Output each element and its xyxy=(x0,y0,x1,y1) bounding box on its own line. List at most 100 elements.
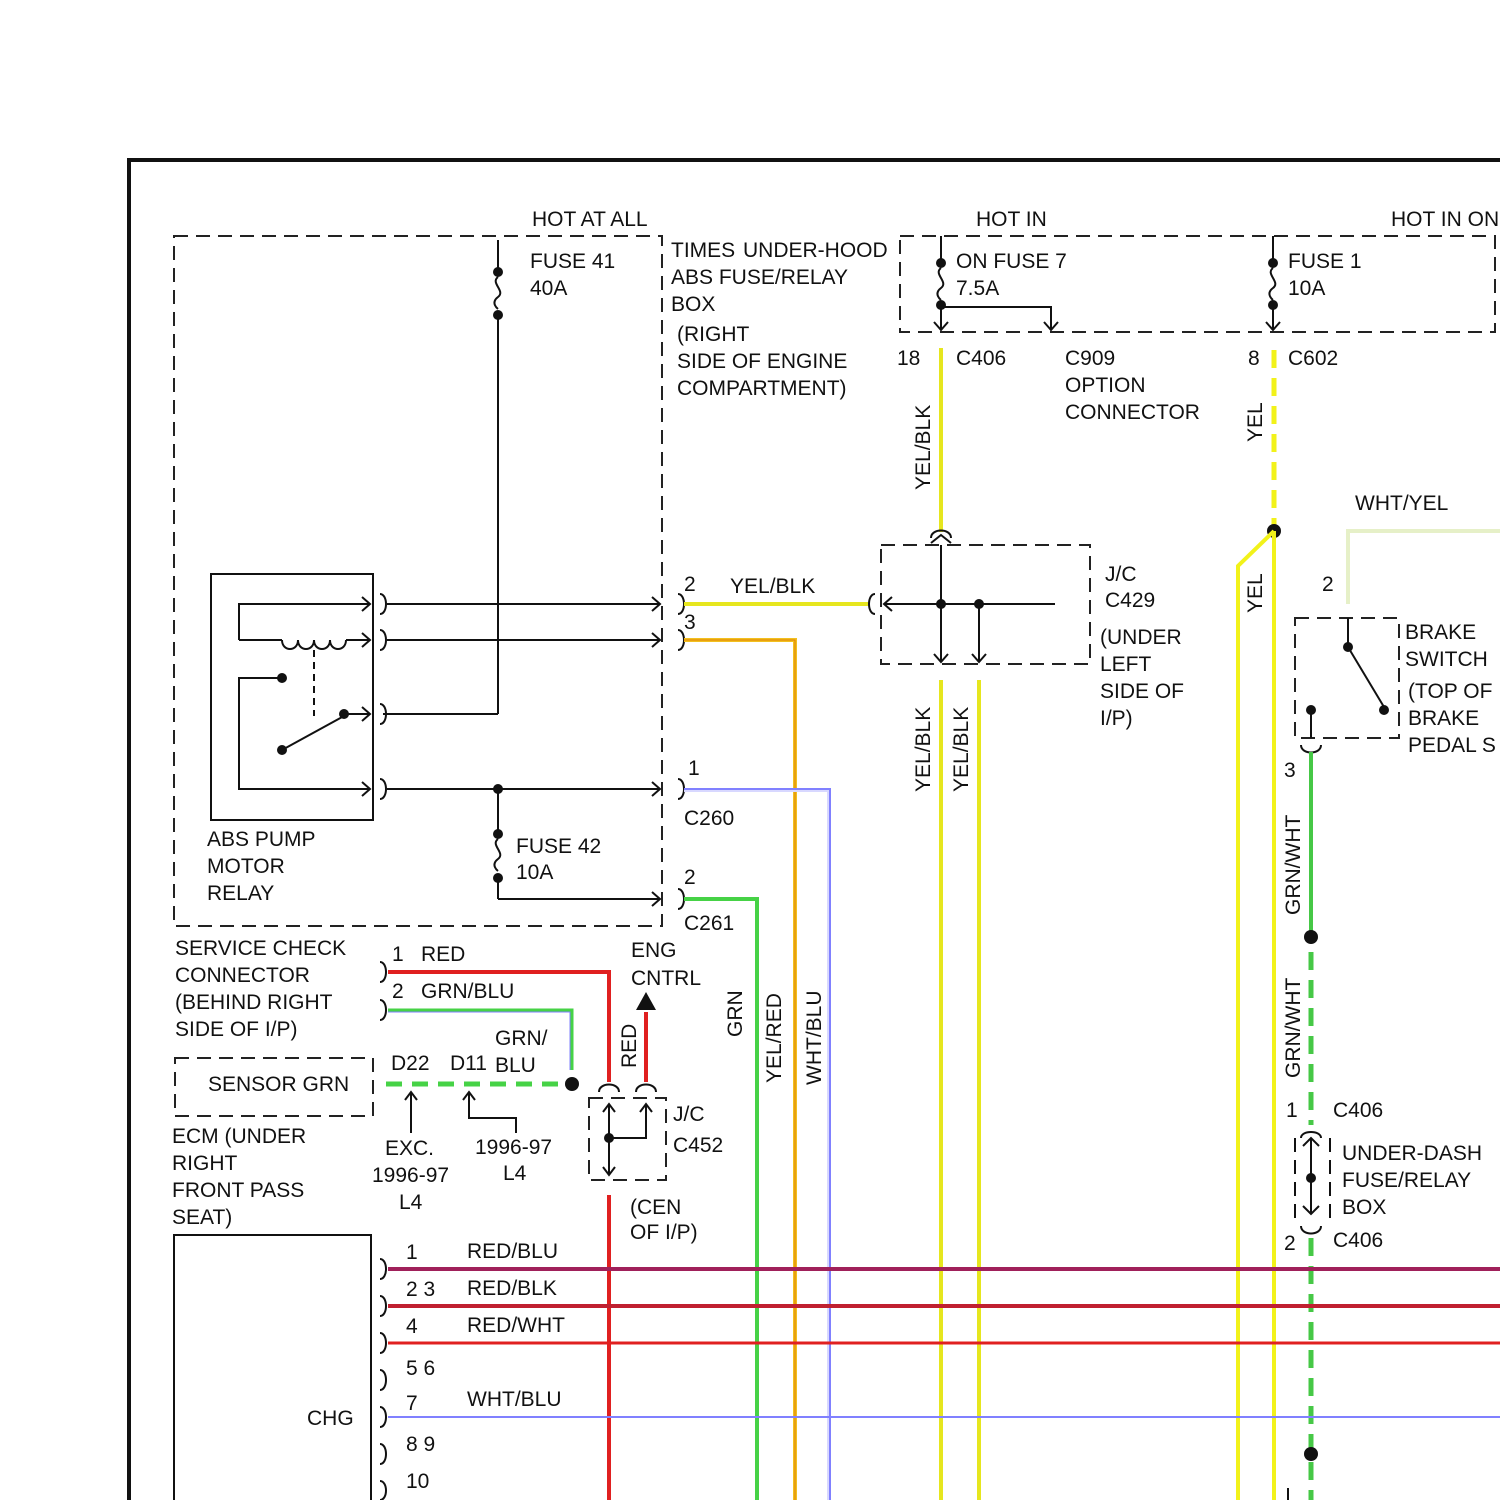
brake-switch-line-4: BRAKE xyxy=(1408,707,1479,730)
c909-line-3: CONNECTOR xyxy=(1065,401,1200,424)
relay-internal-wires xyxy=(387,597,660,906)
jc452-line-4: OF I/P) xyxy=(630,1221,698,1244)
underdash-line-1: UNDER-DASH xyxy=(1342,1142,1482,1165)
wire-label-yel-blk-out-1: YEL/BLK xyxy=(912,707,935,792)
jc429-line-1: J/C xyxy=(1105,563,1137,586)
variant-exc-2: 1996-97 xyxy=(372,1164,449,1187)
brake-switch-line-3: (TOP OF xyxy=(1408,680,1492,703)
fuse-1-rating: 10A xyxy=(1288,277,1325,300)
fuse-42-name: FUSE 42 xyxy=(516,835,601,858)
ecm-pin-89: 8 9 xyxy=(406,1433,435,1456)
wire-label-grn-wht-2: GRN/WHT xyxy=(1282,978,1305,1078)
ecm-line-1: ECM (UNDER xyxy=(172,1125,306,1148)
times-label: TIMES xyxy=(671,239,735,262)
wire-wht-yel xyxy=(1348,531,1500,604)
pin-2-c-upper: 2 xyxy=(684,573,696,596)
brake-switch-line-5: PEDAL S xyxy=(1408,734,1496,757)
wire-label-red-service: RED xyxy=(421,943,465,966)
wire-label-yel-blk-vertical: YEL/BLK xyxy=(912,405,935,490)
wire-label-grn: GRN xyxy=(724,990,747,1037)
pin-1-c260: 1 xyxy=(688,757,700,780)
variant-exc-3: L4 xyxy=(399,1191,423,1214)
splice-grn-wht xyxy=(1304,930,1318,944)
under-hood-fuse-box xyxy=(174,236,662,926)
d11-label: D11 xyxy=(450,1052,487,1075)
relay-label-1: ABS PUMP xyxy=(207,828,316,851)
pin-18: 18 xyxy=(897,347,920,370)
wire-label-red-blk: RED/BLK xyxy=(467,1277,557,1300)
c909-line-2: OPTION xyxy=(1065,374,1146,397)
hot-in-label: HOT IN xyxy=(976,208,1047,231)
ecm-pin-7: 7 xyxy=(406,1392,418,1415)
jc429-line-6: I/P) xyxy=(1100,707,1133,730)
underhood-box-line-2: ABS FUSE/RELAY xyxy=(671,266,848,289)
wire-label-red-wht: RED/WHT xyxy=(467,1314,565,1337)
wire-label-red-blu: RED/BLU xyxy=(467,1240,558,1263)
fuse-41-name: FUSE 41 xyxy=(530,250,615,273)
relay-label-2: MOTOR xyxy=(207,855,285,878)
pin-2-c261: 2 xyxy=(684,866,696,889)
ecm-pin-23: 2 3 xyxy=(406,1278,435,1301)
underhood-box-line-3: BOX xyxy=(671,293,715,316)
underhood-box-line-5: SIDE OF ENGINE xyxy=(677,350,847,373)
ecm-pin-4: 4 xyxy=(406,1315,418,1338)
c406-top-label: C406 xyxy=(956,347,1006,370)
underhood-box-line-1: UNDER-HOOD xyxy=(743,239,888,262)
ecm-pin-1: 1 xyxy=(406,1241,418,1264)
eng-cntrl-2: CNTRL xyxy=(631,967,701,990)
pin-8: 8 xyxy=(1248,347,1260,370)
wire-label-yel-blk-top: YEL/BLK xyxy=(730,575,815,598)
service-check-line-2: CONNECTOR xyxy=(175,964,310,987)
hot-at-all-label: HOT AT ALL xyxy=(532,208,648,231)
wire-label-yel-lower: YEL xyxy=(1244,573,1267,613)
grn-blu-split-1: GRN/ xyxy=(495,1027,548,1050)
underdash-pin-2: 2 xyxy=(1284,1232,1296,1255)
wire-yel-left xyxy=(1238,531,1274,1500)
brake-switch-internals xyxy=(1301,618,1389,753)
on-fuse-7-rating: 7.5A xyxy=(956,277,999,300)
service-check-pin-2: 2 xyxy=(392,980,404,1003)
on-fuse-7-name: ON FUSE 7 xyxy=(956,250,1067,273)
pin-3-c-upper: 3 xyxy=(684,611,696,634)
fuse-1-name: FUSE 1 xyxy=(1288,250,1362,273)
c602-label: C602 xyxy=(1288,347,1338,370)
box-edge-connectors xyxy=(678,594,684,909)
jc-c452-internals xyxy=(599,1085,656,1176)
brake-switch-pin-2: 2 xyxy=(1322,573,1334,596)
c261-label: C261 xyxy=(684,912,734,935)
hot-in-on-label: HOT IN ON xyxy=(1391,208,1499,231)
ecm-pin-10: 10 xyxy=(406,1470,429,1493)
under-dash-box-symbol xyxy=(1295,1132,1330,1234)
wire-label-yel-blk-out-2: YEL/BLK xyxy=(950,707,973,792)
wire-label-wht-yel: WHT/YEL xyxy=(1355,492,1448,515)
ecm-connector-cups xyxy=(380,1259,386,1500)
brake-switch-line-1: BRAKE xyxy=(1405,621,1476,644)
wire-label-yel-red: YEL/RED xyxy=(763,993,786,1083)
variant-arrows xyxy=(405,1092,516,1133)
fuse-41 xyxy=(383,240,503,714)
jc429-line-5: SIDE OF xyxy=(1100,680,1184,703)
variant-9697-2: L4 xyxy=(503,1162,527,1185)
c260-label: C260 xyxy=(684,807,734,830)
eng-cntrl-arrow-icon xyxy=(636,992,656,1010)
underdash-line-3: BOX xyxy=(1342,1196,1386,1219)
grn-blu-split-2: BLU xyxy=(495,1054,536,1077)
d22-label: D22 xyxy=(391,1052,430,1075)
underhood-box-line-4: (RIGHT xyxy=(677,323,749,346)
service-check-pin-1: 1 xyxy=(392,943,404,966)
jc429-line-3: (UNDER xyxy=(1100,626,1182,649)
ecm-line-4: SEAT) xyxy=(172,1206,232,1229)
relay-label-3: RELAY xyxy=(207,882,274,905)
variant-exc-1: EXC. xyxy=(385,1137,434,1160)
service-check-line-1: SERVICE CHECK xyxy=(175,937,346,960)
brake-switch-pin-3: 3 xyxy=(1284,759,1296,782)
splice-grn-blu xyxy=(565,1077,579,1091)
service-check-line-3: (BEHIND RIGHT xyxy=(175,991,333,1014)
splice-grn-wht-lower xyxy=(1304,1447,1318,1461)
jc429-line-4: LEFT xyxy=(1100,653,1152,676)
ecm-pin-56: 5 6 xyxy=(406,1357,435,1380)
eng-cntrl-1: ENG xyxy=(631,939,677,962)
abs-pump-motor-relay xyxy=(211,574,386,820)
service-check-line-4: SIDE OF I/P) xyxy=(175,1018,298,1041)
